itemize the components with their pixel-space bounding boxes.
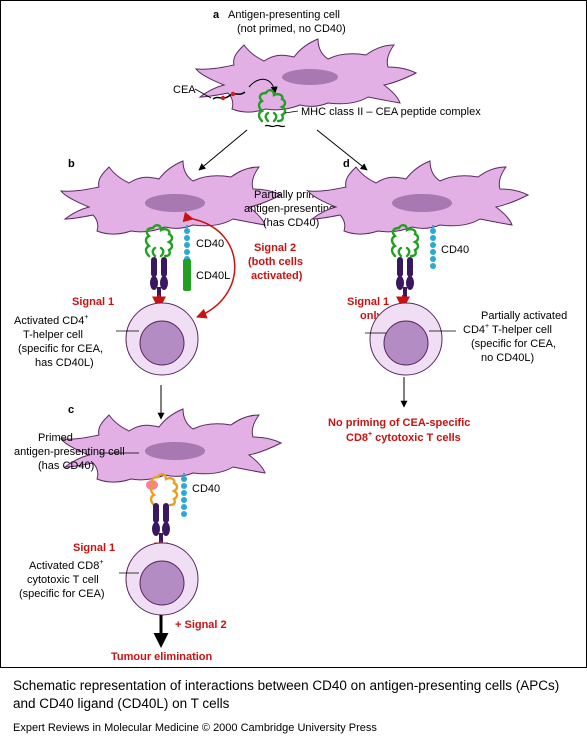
figure-caption: Schematic representation of interactions… [13,678,560,711]
panel-a-letter: a [213,9,220,21]
panel-c-t-label-3: (specific for CEA) [19,588,105,600]
tcr-icon [396,257,414,301]
panel-b: b Partially primed antigen-presenting ce… [14,158,355,420]
panel-c-cd40-label: CD40 [192,483,220,495]
panel-c-signal-1-label: Signal 1 [73,542,115,554]
panel-d-t-label-2: CD4+ T-helper cell [463,323,552,336]
apc-primed [60,408,282,483]
apc-unprimed [195,38,417,113]
panel-d-letter: d [343,158,350,170]
cd40-icon [429,224,437,270]
processing-arrow [248,78,278,94]
panel-c-outcome: Tumour elimination [111,651,213,663]
panel-c-t-label-2: cytotoxic T cell [27,574,99,586]
panel-c-signal-2-label: + Signal 2 [175,619,227,631]
t-helper-cell [125,302,199,376]
apc-partially-primed [60,160,282,235]
signal-1-label: Signal 1 [72,296,114,308]
panel-d: d CD40 Signal 1 only Partially activated… [307,158,567,444]
figure-credit: Expert Reviews in Molecular Medicine © 2… [13,722,377,734]
panel-c-letter: c [68,404,74,416]
panel-b-t-label-2: T-helper cell [23,329,83,341]
panel-d-outcome-1: No priming of CEA-specific [328,417,470,429]
apc-partially-primed-d [307,160,529,235]
panel-d-t-label-3: (specific for CEA, [471,338,556,350]
panel-b-t-label-4: has CD40L) [35,357,94,369]
panel-c-apc-label-3: (has CD40) [38,460,94,472]
signal-2-sub-1: (both cells [248,256,303,268]
panel-c-apc-label-2: antigen-presenting cell [14,446,125,458]
arrow-a-to-d [316,129,368,171]
panel-b-t-label-1: Activated CD4+ [14,314,88,327]
cea-label: CEA [173,84,196,96]
mhc-label: MHC class II – CEA peptide complex [301,106,481,118]
panel-a-apc-sublabel: (not primed, no CD40) [237,23,346,35]
mhc-class-i-icon [149,473,179,507]
panel-b-cd40-label: CD40 [196,238,224,250]
panel-d-t-label-4: no CD40L) [481,352,534,364]
signal-2-arrow [182,211,236,319]
panel-a-apc-label: Antigen-presenting cell [228,9,340,21]
signal-1-only-label: Signal 1 [347,296,389,308]
t-helper-cell-partial [369,302,443,376]
panel-b-letter: b [68,158,75,170]
signal-2-sub-2: activated) [251,270,303,282]
panel-b-t-label-3: (specific for CEA, [18,343,103,355]
tcr-icon [152,503,170,547]
panel-c-apc-label-1: Primed [38,432,73,444]
cd40-icon [180,472,188,518]
apc-nucleus [282,69,338,85]
panel-c: c Primed antigen-presenting cell (has CD… [14,404,282,663]
panel-c-t-label-1: Activated CD8+ [29,559,103,572]
panel-d-outcome-2: CD8+ cytotoxic T cells [346,431,461,444]
arrow-a-to-b [198,129,248,171]
panel-b-apc-label-3: (has CD40) [263,217,319,229]
tcr-icon [150,257,168,301]
cytotoxic-t-cell [125,542,199,616]
panel-d-t-label-1: Partially activated [481,310,567,322]
panel-a: a Antigen-presenting cell (not primed, n… [173,9,481,171]
signal-2-label: Signal 2 [254,242,296,254]
cea-protein [212,91,246,100]
panel-d-cd40-label: CD40 [441,244,469,256]
figure-frame: a Antigen-presenting cell (not primed, n… [0,0,587,668]
cd40l-icon [183,259,191,291]
panel-b-cd40l-label: CD40L [196,270,230,282]
